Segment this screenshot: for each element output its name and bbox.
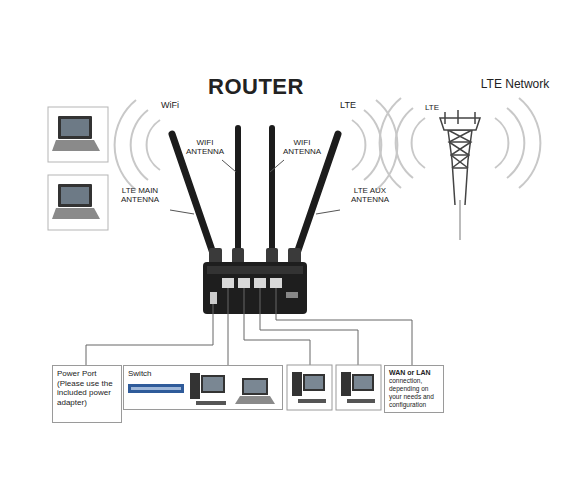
annotation-label: LTE MAIN ANTENNA: [111, 187, 169, 205]
annotation-label: LTE AUX ANTENNA: [341, 187, 399, 205]
box-heading: Switch: [128, 369, 278, 379]
text-box: Power Port (Please use the included powe…: [52, 365, 122, 423]
laptop-frame: [48, 175, 108, 230]
tower-waves: [380, 98, 541, 188]
cables: [86, 288, 412, 365]
annotation-label: LTE Network: [480, 78, 550, 91]
router-body: [203, 262, 307, 314]
annotation-label: WIFI ANTENNA: [180, 139, 230, 157]
lte-tower: [440, 110, 480, 205]
leader-lines: [170, 160, 340, 214]
wifi-waves: [115, 100, 160, 190]
computer-frame: [336, 365, 381, 410]
annotation-label: WIFI ANTENNA: [277, 139, 327, 157]
laptop-icon: [52, 184, 100, 219]
antenna-bases: [209, 248, 301, 264]
box-heading: WAN or LAN: [389, 369, 439, 377]
text-box: Switch: [123, 365, 283, 410]
computer-icons: [128, 372, 375, 405]
laptop-frame: [48, 107, 108, 162]
box-text: connection, depending on your needs and …: [389, 377, 439, 408]
annotation-label: LTE: [417, 104, 447, 113]
annotation-label: WiFi: [150, 101, 190, 111]
antennas: [172, 128, 338, 262]
laptop-icon: [52, 116, 100, 151]
text-box: WAN or LANconnection, depending on your …: [384, 365, 444, 413]
tower-pole: [459, 200, 461, 240]
box-heading: Power Port (Please use the included powe…: [57, 369, 117, 407]
diagram-title: ROUTER: [208, 74, 304, 100]
computer-frame: [287, 365, 332, 410]
annotation-label: LTE: [328, 101, 368, 111]
